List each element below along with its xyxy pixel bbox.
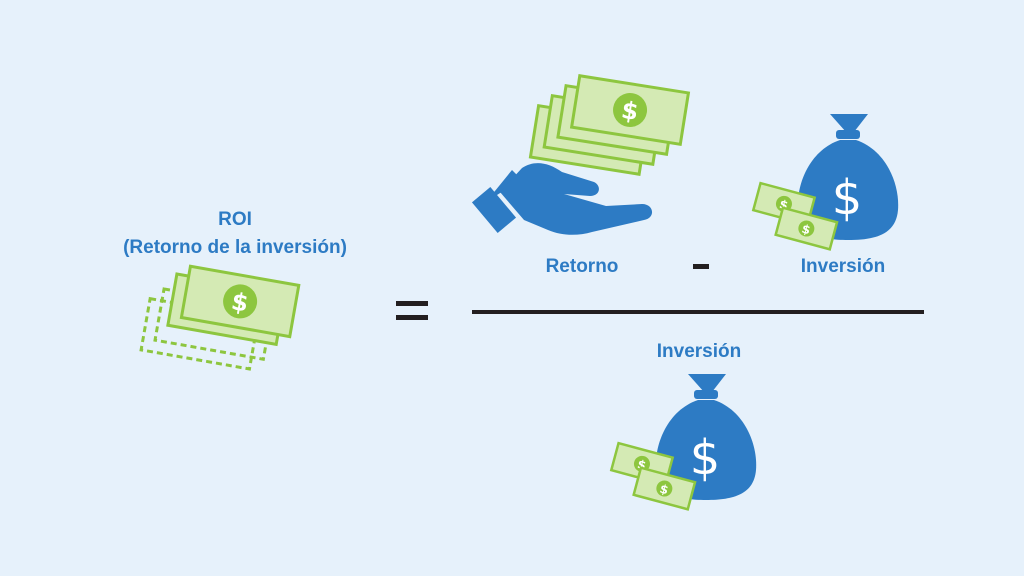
inversion-label-numerator: Inversión [800, 256, 886, 277]
money-bag-with-bills-icon: $ $ $ [751, 114, 899, 251]
svg-text:$: $ [229, 287, 250, 317]
svg-text:$: $ [658, 482, 670, 498]
svg-text:$: $ [619, 96, 640, 126]
svg-text:$: $ [832, 170, 863, 226]
roi-label-block: ROI (Retorno de la inversión) [60, 206, 410, 262]
svg-text:$: $ [778, 197, 790, 213]
fraction-line [472, 310, 924, 314]
minus-sign [693, 264, 709, 269]
dashed-bills-icon: $ [139, 264, 301, 371]
svg-text:$: $ [690, 430, 721, 486]
svg-text:$: $ [800, 222, 812, 238]
inversion-label-denominator: Inversión [656, 341, 742, 362]
hand-receiving-money-icon: $ [471, 74, 691, 235]
equals-sign [396, 301, 428, 320]
svg-text:$: $ [636, 457, 648, 473]
money-bag-with-bills-icon: $ $ $ [609, 374, 757, 511]
roi-title: ROI [218, 209, 252, 230]
roi-subtitle: (Retorno de la inversión) [123, 237, 347, 258]
retorno-label: Retorno [545, 256, 619, 277]
